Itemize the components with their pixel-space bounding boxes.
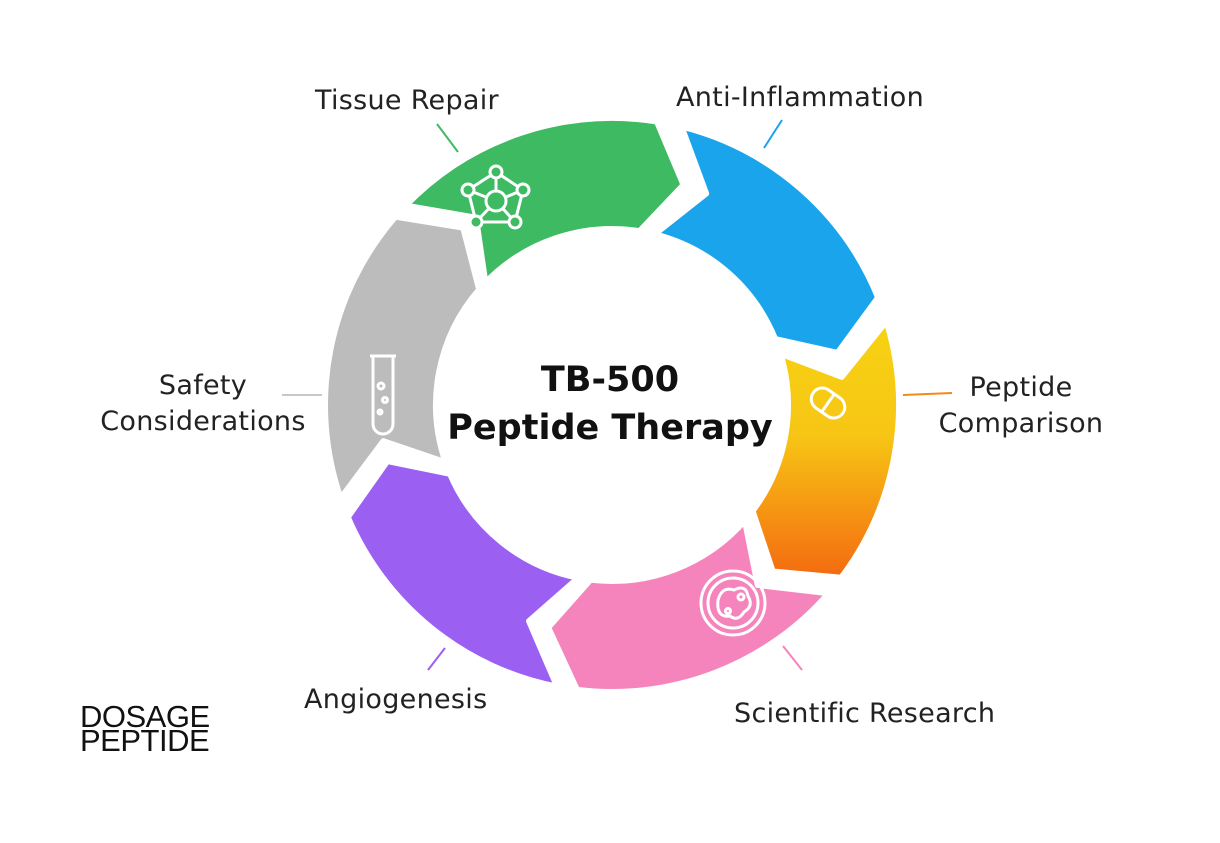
petri-dish-icon bbox=[699, 569, 767, 637]
label-angiogenesis: Angiogenesis bbox=[304, 684, 488, 715]
molecule-icon bbox=[460, 164, 531, 230]
center-title-line2: Peptide Therapy bbox=[447, 408, 773, 448]
connector-scientific-research bbox=[782, 645, 803, 671]
brand-line1: DOSAGE bbox=[80, 699, 210, 734]
label-safety-considerations-line1: Safety bbox=[158, 370, 248, 401]
label-scientific-research: Scientific Research bbox=[734, 698, 996, 729]
connector-angiogenesis bbox=[427, 647, 446, 671]
segment-safety-considerations bbox=[322, 213, 483, 502]
segment-anti-inflammation bbox=[651, 123, 882, 356]
segment-tissue-repair bbox=[402, 115, 687, 286]
label-anti-inflammation: Anti-Inflammation bbox=[676, 82, 925, 113]
connector-anti-inflammation bbox=[763, 119, 783, 149]
segment-angiogenesis bbox=[344, 458, 582, 690]
center-title-line1: TB-500 bbox=[540, 360, 680, 400]
connector-peptide-comparison bbox=[902, 392, 953, 396]
brand-line2: PEPTIDE bbox=[80, 723, 210, 758]
capsule-icon bbox=[809, 386, 847, 420]
label-safety-considerations: Safety Considerations bbox=[82, 368, 324, 440]
label-safety-considerations-line2: Considerations bbox=[100, 406, 306, 437]
connector-tissue-repair bbox=[436, 123, 459, 153]
label-peptide-comparison-line1: Peptide bbox=[969, 372, 1073, 403]
test-tube-icon bbox=[370, 354, 396, 436]
label-peptide-comparison-line2: Comparison bbox=[938, 408, 1104, 439]
label-tissue-repair: Tissue Repair bbox=[315, 85, 499, 116]
label-peptide-comparison: Peptide Comparison bbox=[916, 370, 1126, 442]
brand-logo: DOSAGE PEPTIDE bbox=[80, 699, 210, 758]
segment-peptide-comparison bbox=[749, 318, 902, 581]
segment-scientific-research bbox=[545, 517, 832, 695]
